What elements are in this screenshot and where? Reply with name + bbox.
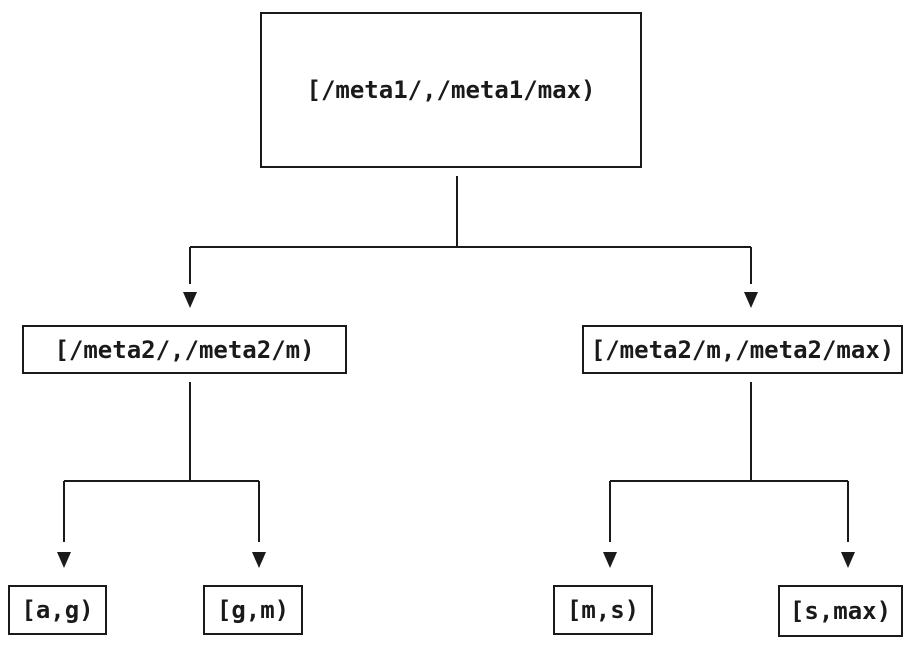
node-leaf-a-g: [a,g) (8, 585, 107, 635)
node-root-range: [/meta1/,/meta1/max) (260, 12, 642, 168)
arrowhead-down-icon (744, 292, 758, 308)
connector-root-to-children (189, 176, 752, 284)
node-left-range: [/meta2/,/meta2/m) (22, 325, 347, 374)
node-leaf-m-s: [m,s) (553, 585, 653, 635)
connector-right-to-leaves (609, 382, 849, 542)
arrowhead-down-icon (183, 292, 197, 308)
node-leaf-s-max: [s,max) (778, 585, 903, 637)
arrowhead-down-icon (603, 552, 617, 568)
arrowhead-down-icon (841, 552, 855, 568)
arrowhead-down-icon (252, 552, 266, 568)
connector-left-to-leaves (63, 382, 260, 542)
node-right-range: [/meta2/m,/meta2/max) (582, 325, 903, 374)
arrowhead-down-icon (57, 552, 71, 568)
node-leaf-g-m: [g,m) (203, 585, 303, 635)
